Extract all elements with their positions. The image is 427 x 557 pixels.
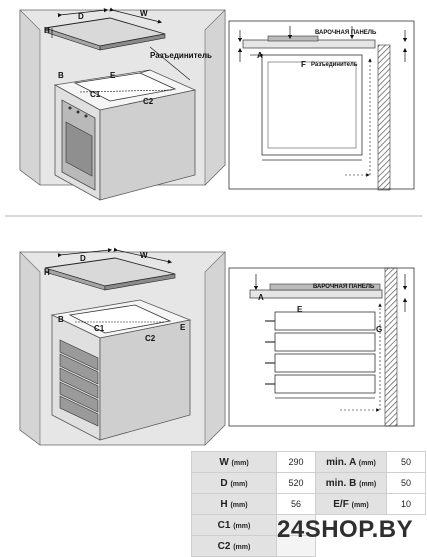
label-c2: C2	[143, 97, 154, 106]
label-panel-bottom: ВАРОЧНАЯ ПАНЕЛЬ	[313, 284, 375, 290]
label-f: F	[301, 60, 306, 69]
label-d-bottom: D	[80, 254, 86, 263]
label-a-bottom: A	[258, 293, 264, 302]
dimension-table: W (mm) 290 min. A (mm) 50 D (mm) 520 min…	[191, 451, 426, 557]
label-disconnect: Разъединитель	[150, 51, 212, 60]
label-e-section: E	[297, 305, 303, 314]
watermark-logo: 24SHOP.BY	[277, 516, 414, 543]
label-e: E	[110, 71, 116, 80]
label-c2-bottom: C2	[145, 334, 156, 343]
table-row: W (mm) 290 min. A (mm) 50	[191, 451, 426, 473]
label-g: G	[376, 325, 382, 334]
label-w-bottom: W	[140, 251, 148, 260]
label-b: B	[58, 71, 64, 80]
drawer-cabinet-illustration	[19, 247, 226, 446]
label-w: W	[140, 9, 148, 18]
oven-cabinet-illustration	[19, 7, 226, 201]
table-row: C1 (mm)	[191, 514, 426, 536]
label-b-bottom: B	[58, 315, 64, 324]
label-disconnect-section: Разъединитель	[311, 62, 358, 68]
oven-section-view	[228, 20, 415, 191]
row-key: W	[219, 456, 229, 468]
row-value: 290	[276, 451, 316, 473]
drawer-section-view	[228, 267, 415, 427]
label-c1: C1	[90, 90, 101, 99]
label-h: H	[44, 26, 50, 35]
label-c1-bottom: C1	[94, 324, 105, 333]
label-h-bottom: H	[44, 268, 50, 277]
label-panel: ВАРОЧНАЯ ПАНЕЛЬ	[315, 30, 377, 36]
table-row: H (mm) 56 E/F (mm) 10	[191, 493, 426, 515]
label-d: D	[78, 12, 84, 21]
table-row: D (mm) 520 min. B (mm) 50	[191, 472, 426, 494]
label-a: A	[257, 51, 263, 60]
label-e-bottom: E	[180, 323, 186, 332]
